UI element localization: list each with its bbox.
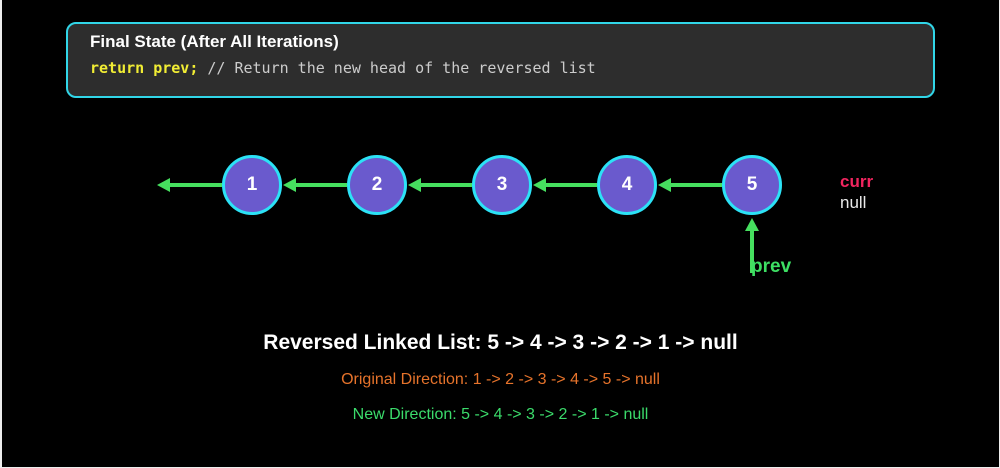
curr-pointer-label: curr: [840, 172, 874, 191]
panel-title: Final State (After All Iterations): [90, 32, 339, 51]
prev-pointer-label: prev: [751, 256, 792, 277]
node-value: 4: [621, 174, 633, 195]
link-arrow-3-to-2: [408, 178, 472, 192]
list-node-5: 5: [722, 155, 782, 215]
code-keyword: return prev;: [90, 59, 199, 77]
list-node-1: 1: [222, 155, 282, 215]
curr-pointer-value: null: [840, 193, 867, 212]
code-line: return prev; // Return the new head of th…: [90, 59, 933, 77]
node-value: 2: [371, 174, 383, 195]
list-node-3: 3: [472, 155, 532, 215]
list-node-4: 4: [597, 155, 657, 215]
original-direction-text: Original Direction: 1 -> 2 -> 3 -> 4 -> …: [341, 371, 660, 388]
node-value: 1: [246, 174, 258, 195]
final-state-panel: Final State (After All Iterations) retur…: [66, 22, 935, 98]
code-comment: // Return the new head of the reversed l…: [207, 59, 596, 77]
new-direction-text: New Direction: 5 -> 4 -> 3 -> 2 -> 1 -> …: [352, 406, 649, 423]
node-value: 3: [496, 174, 508, 195]
node-value: 5: [746, 174, 758, 195]
prev-pointer-arrow: [745, 218, 759, 273]
link-arrow-5-to-4: [658, 178, 722, 192]
link-arrow-2-to-1: [283, 178, 347, 192]
reversed-list-heading: Reversed Linked List: 5 -> 4 -> 3 -> 2 -…: [263, 331, 738, 354]
list-node-2: 2: [347, 155, 407, 215]
link-arrow-1-to-null: [157, 178, 222, 192]
link-arrow-4-to-3: [533, 178, 597, 192]
